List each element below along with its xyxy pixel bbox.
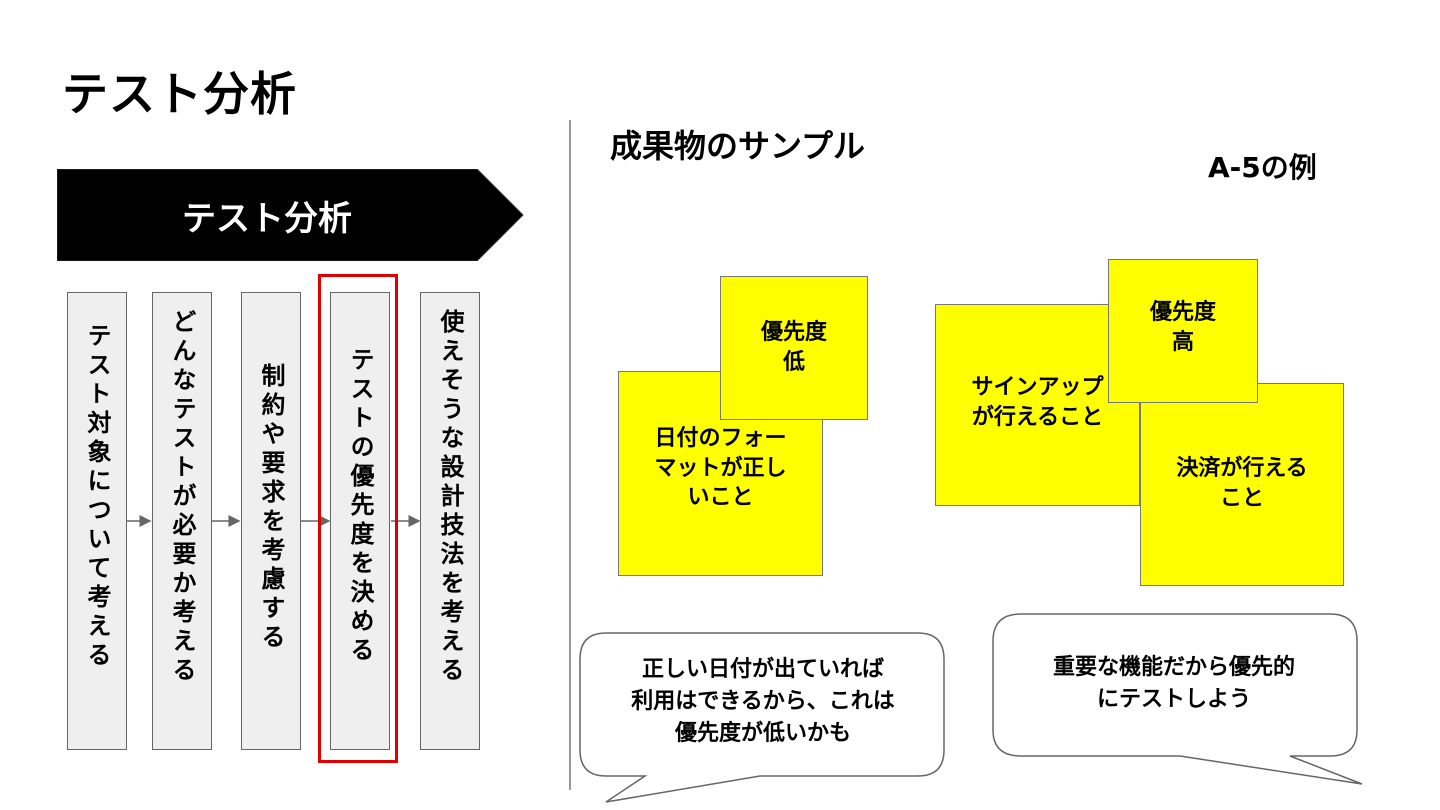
step-box-design-techniques: 使えそうな設計技法を考える xyxy=(420,292,480,750)
sticky-note-high-priority: 優先度 高 xyxy=(1108,259,1258,403)
sticky-note-signup: サインアップ が行えること xyxy=(935,304,1140,506)
section-divider xyxy=(569,120,571,790)
speech-bubble-left-text: 正しい日付が出ていれば 利用はできるから、これは 優先度が低いかも xyxy=(631,657,895,746)
step-label: 使えそうな設計技法を考える xyxy=(436,309,464,686)
banner-label: テスト分析 xyxy=(182,198,352,239)
banner-arrow-shape xyxy=(57,169,524,261)
sticky-note-low-priority: 優先度 低 xyxy=(720,276,868,420)
speech-bubble-right-text: 重要な機能だから優先的 にテストしよう xyxy=(1052,655,1295,712)
step-label: 制約や要求を考慮する xyxy=(257,363,285,653)
speech-bubble-right xyxy=(992,613,1363,785)
sticky-note-payment: 決済が行える こと xyxy=(1140,383,1344,586)
step-label: テストの優先度を決める xyxy=(346,347,374,666)
page-title: テスト分析 xyxy=(62,67,297,121)
example-label: A-5の例 xyxy=(1208,151,1317,184)
step-label: テスト対象について考える xyxy=(83,323,111,671)
step-label: どんなテストが必要か考える xyxy=(168,309,196,686)
step-box-constraints: 制約や要求を考慮する xyxy=(241,292,301,750)
step-box-analyze-target: テスト対象について考える xyxy=(67,292,127,750)
speech-bubble-left xyxy=(579,632,945,803)
step-box-priority: テストの優先度を決める xyxy=(330,292,390,750)
process-banner: テスト分析 xyxy=(57,169,525,261)
current-step-highlight xyxy=(318,274,398,763)
samples-title: 成果物のサンプル xyxy=(610,127,866,165)
step-box-required-tests: どんなテストが必要か考える xyxy=(152,292,212,750)
